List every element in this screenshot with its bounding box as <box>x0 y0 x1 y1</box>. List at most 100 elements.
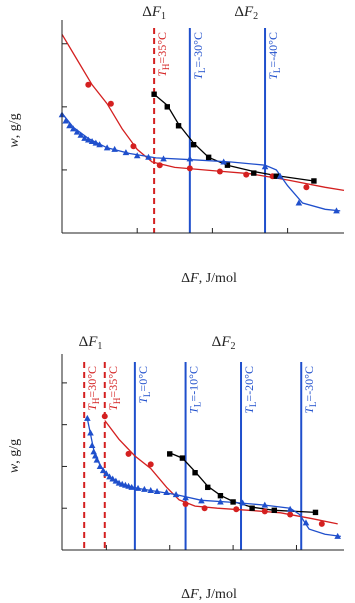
data-point-square <box>224 162 231 168</box>
data-point-triangle <box>111 145 118 152</box>
data-point-triangle <box>69 125 77 132</box>
data-point-triangle <box>81 134 88 141</box>
data-point-square <box>192 470 198 476</box>
data-point-triangle <box>77 131 85 138</box>
data-point-square <box>230 499 236 505</box>
series-curve <box>61 33 345 192</box>
data-point-square <box>312 509 319 516</box>
data-point-triangle <box>198 497 205 504</box>
data-point-triangle <box>147 486 155 493</box>
data-point-triangle <box>88 138 96 145</box>
data-point-square <box>217 492 224 499</box>
vline-label: TL=-20°C <box>242 366 258 414</box>
data-point-square <box>251 170 257 176</box>
data-point-triangle <box>134 484 142 491</box>
data-point-triangle <box>92 139 100 146</box>
vline-label: TH=30°C <box>85 366 101 411</box>
top-region-label: ΔF2 <box>234 4 258 22</box>
data-point-triangle <box>261 163 269 170</box>
data-point-circle <box>186 165 193 172</box>
data-point-triangle <box>286 505 294 512</box>
data-point-triangle <box>220 158 227 165</box>
data-point-triangle <box>145 153 152 160</box>
data-point-triangle <box>261 501 269 508</box>
data-point-triangle <box>122 149 130 156</box>
data-point-triangle <box>128 483 136 490</box>
top-region-label: ΔF2 <box>212 334 236 352</box>
data-point-square <box>205 154 212 161</box>
x-axis-label: ΔF, J/mol <box>181 271 237 286</box>
data-point-circle <box>303 184 310 191</box>
data-point-triangle <box>186 155 194 162</box>
data-point-circle <box>125 450 132 457</box>
data-point-triangle <box>99 467 107 474</box>
vline-label: TL=0°C <box>136 366 152 404</box>
data-point-circle <box>130 143 137 150</box>
data-point-circle <box>201 505 208 512</box>
data-point-triangle <box>217 498 224 505</box>
y-axis-label: w, g/g <box>7 113 22 147</box>
data-point-circle <box>147 461 154 468</box>
data-point-triangle <box>295 199 303 206</box>
data-point-circle <box>107 100 114 107</box>
data-point-square <box>273 173 280 179</box>
data-point-triangle <box>62 117 70 124</box>
data-point-triangle <box>133 152 141 159</box>
data-point-triangle <box>106 473 113 480</box>
series-curve <box>86 418 341 538</box>
x-axis-label: ΔF, J/mol <box>181 587 237 602</box>
data-point-triangle <box>96 462 104 469</box>
data-point-circle <box>318 520 325 527</box>
data-point-triangle <box>163 489 170 496</box>
vline-label: TL=-40°C <box>266 32 282 80</box>
data-point-square <box>179 455 186 461</box>
data-point-triangle <box>85 136 92 143</box>
data-point-triangle <box>90 448 97 455</box>
vline-label: TL=-30°C <box>302 366 318 414</box>
chart-panel-b: TH=30°C TH=35°C TL=0°C TL=-10°C TL=-20°C TL=-… <box>7 334 344 602</box>
data-point-triangle <box>103 470 110 477</box>
data-point-triangle <box>112 477 120 484</box>
data-point-triangle <box>276 172 284 179</box>
data-point-circle <box>182 501 189 508</box>
top-region-label: ΔF1 <box>79 334 103 352</box>
series-curve <box>61 112 341 212</box>
vline-label: TL=-30°C <box>191 32 207 80</box>
data-point-circle <box>85 81 92 88</box>
data-point-circle <box>261 508 268 515</box>
data-point-circle <box>101 413 108 420</box>
data-point-triangle <box>302 519 310 526</box>
vline-label: TL=-10°C <box>187 366 203 414</box>
data-point-triangle <box>160 155 167 162</box>
data-point-square <box>190 141 197 148</box>
y-axis-label: w, g/g <box>7 439 22 473</box>
series-curve <box>104 420 338 525</box>
data-point-circle <box>287 511 294 518</box>
data-point-triangle <box>334 532 341 539</box>
data-point-triangle <box>88 442 96 449</box>
vline-label: TH=35°C <box>155 32 171 77</box>
vline-label: TH=35°C <box>106 366 122 411</box>
data-point-triangle <box>73 128 81 135</box>
data-point-triangle <box>66 122 73 129</box>
data-point-square <box>205 484 211 491</box>
data-point-square <box>311 178 317 184</box>
data-point-triangle <box>109 475 116 482</box>
data-point-triangle <box>87 429 94 436</box>
data-point-triangle <box>93 456 101 463</box>
data-point-square <box>151 91 157 97</box>
data-point-circle <box>233 506 240 513</box>
data-point-square <box>271 507 277 514</box>
data-point-triangle <box>96 141 103 148</box>
data-point-triangle <box>333 207 340 214</box>
data-point-triangle <box>103 144 111 151</box>
data-point-square <box>249 505 255 511</box>
chart-panel-a: TH=35°C TL=-30°C TL=-40°C ΔF, J/mol w, g/g ΔF… <box>7 4 345 286</box>
data-point-square <box>167 451 173 457</box>
data-point-triangle <box>239 499 246 506</box>
data-point-triangle <box>182 494 189 501</box>
data-point-circle <box>156 162 163 169</box>
data-point-triangle <box>141 485 148 492</box>
data-point-triangle <box>172 491 180 498</box>
